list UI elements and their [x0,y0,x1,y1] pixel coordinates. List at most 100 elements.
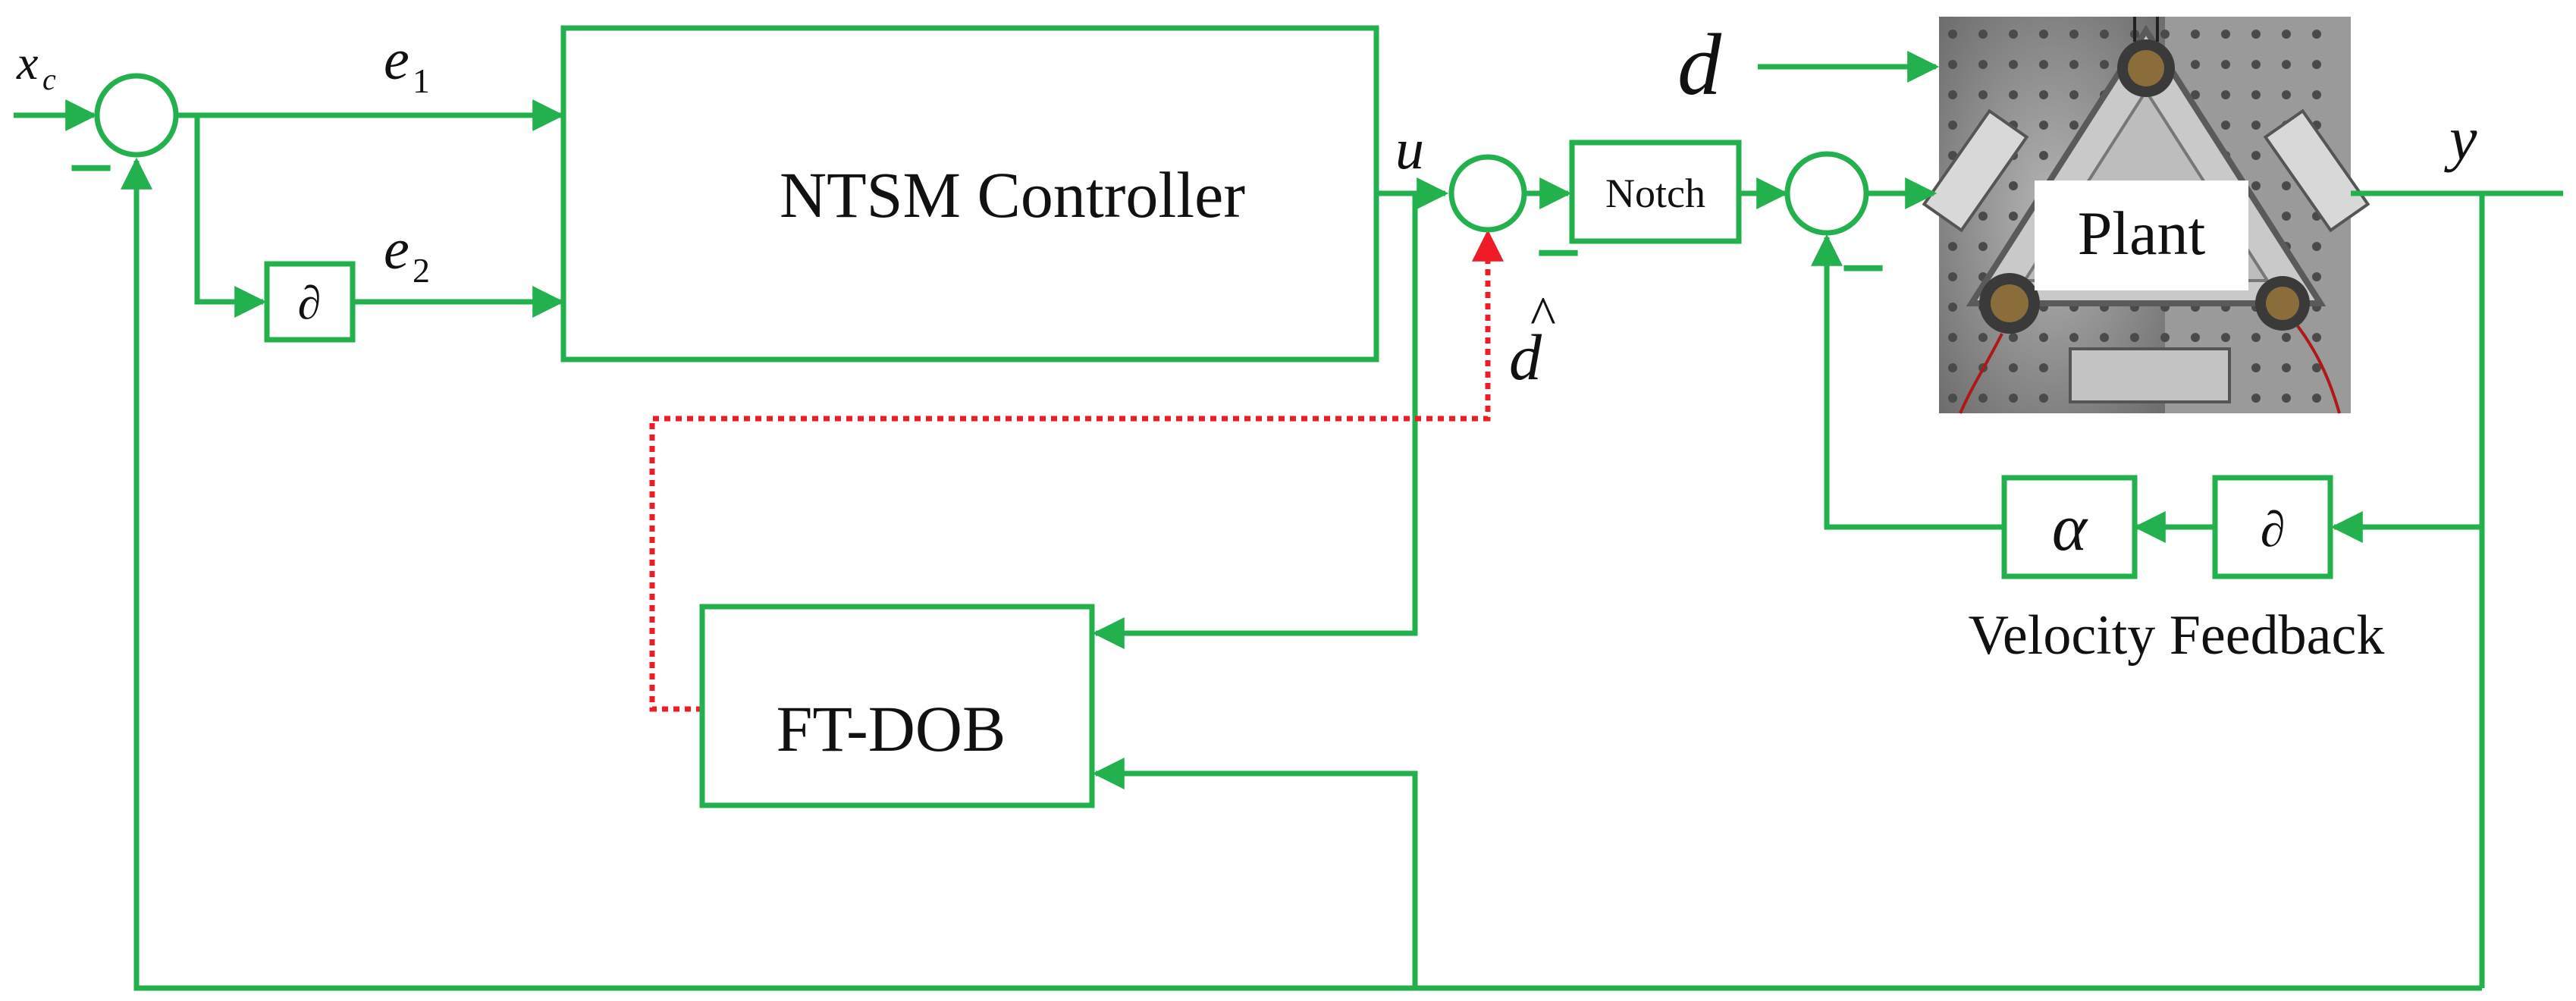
mounting-hole [2069,333,2079,342]
mounting-hole [2009,212,2018,221]
mounting-hole [2100,60,2109,69]
mounting-hole [2069,121,2079,130]
velocity-derivative-block: ∂ [2212,475,2333,579]
signal-label-d: d [1677,17,1722,114]
mounting-hole [2221,121,2230,130]
velocity-derivative-symbol: ∂ [2261,502,2286,557]
mounting-hole [2221,30,2230,39]
signal-label-e2: e 2 [384,218,430,290]
mounting-hole [2191,90,2200,99]
mounting-hole [1948,363,1957,372]
mounting-hole [2039,90,2048,99]
e2-symbol: e [384,218,409,281]
signal-label-xc: x c [16,36,56,96]
plant-photo: Plant [1922,17,2370,414]
mounting-hole [2251,30,2261,39]
mounting-hole [2009,30,2018,39]
mounting-hole [1978,30,1988,39]
actuator-wire-top [2133,17,2159,42]
mounting-hole [1978,60,1988,69]
minus-sign-2: − [1535,206,1583,299]
mounting-hole [2069,30,2079,39]
mounting-hole [1948,333,1957,342]
mounting-hole [2039,394,2048,403]
mounting-hole [2100,30,2109,39]
mounting-hole [2191,60,2200,69]
mounting-hole [2009,333,2018,342]
notch-filter-label: Notch [1605,171,1705,216]
mounting-hole [1978,394,1988,403]
mounting-hole [2039,363,2048,372]
mounting-hole [2251,121,2261,130]
mounting-hole [2312,90,2321,99]
mounting-hole [2160,333,2170,342]
mounting-hole [2221,60,2230,69]
right-bracket [2263,108,2370,233]
ntsm-controller-block: NTSM Controller [560,25,1379,362]
mounting-hole [2009,90,2018,99]
mounting-hole [2009,363,2018,372]
mounting-hole [2251,181,2261,190]
minus-sign-3: − [1840,221,1887,314]
mounting-hole [1978,242,1988,251]
mounting-hole [2282,60,2291,69]
mounting-hole [2251,60,2261,69]
actuator-top [2117,39,2175,97]
mounting-hole [2312,30,2321,39]
mounting-hole [2160,30,2170,39]
velocity-feedback-label: Velocity Feedback [1969,604,2385,667]
xc-symbol: x [16,36,38,89]
error-derivative-symbol: ∂ [298,278,322,329]
mounting-hole [2069,90,2079,99]
mounting-hole [1948,30,1957,39]
signal-label-e1: e 1 [384,28,430,100]
mounting-hole [2312,394,2321,403]
mounting-hole [1948,121,1957,130]
mounting-hole [1948,242,1957,251]
summing-junction-1 [94,73,179,158]
wire-bottom-feedback-to-sum1 [121,157,2482,991]
ntsm-controller-label: NTSM Controller [780,158,1245,231]
wire-u-to-observer [1092,193,1418,649]
mounting-hole [1948,90,1957,99]
bottom-bracket [2069,347,2231,403]
mounting-hole [2282,30,2291,39]
mounting-hole [2130,333,2139,342]
e2-subscript: 2 [413,251,430,290]
mounting-hole [2251,151,2261,160]
mounting-hole [2191,30,2200,39]
alpha-gain-symbol: α [2052,491,2088,565]
mounting-hole [2009,394,2018,403]
mounting-hole [1948,60,1957,69]
mounting-hole [2221,90,2230,99]
e1-subscript: 1 [413,61,430,100]
mounting-hole [2251,394,2261,403]
notch-filter-block: Notch [1569,140,1742,244]
signal-label-d-hat: ^ d [1509,285,1556,394]
mounting-hole [2282,90,2291,99]
error-derivative-block: ∂ [264,261,356,343]
mounting-hole [2009,181,2018,190]
actuator-wire-left [1959,333,2003,414]
mounting-hole [2251,90,2261,99]
mounting-hole [2191,333,2200,342]
signal-label-u: u [1395,118,1424,181]
signal-label-y: y [2444,104,2477,173]
mounting-hole [2312,272,2321,281]
actuator-right [2255,276,2310,331]
mounting-hole [2251,363,2261,372]
mounting-hole [1978,90,1988,99]
mounting-hole [1978,212,1988,221]
mounting-hole [2312,60,2321,69]
ft-dob-block: FT-DOB [699,604,1095,808]
mounting-hole [2312,333,2321,342]
mounting-hole [2282,181,2291,190]
plant-label: Plant [2078,199,2206,268]
mounting-hole [2251,333,2261,342]
mounting-hole [1948,272,1957,281]
left-bracket [1922,108,2029,233]
mounting-hole [2282,333,2291,342]
mounting-hole [2039,333,2048,342]
mounting-hole [1948,303,1957,312]
mounting-hole [2069,60,2079,69]
